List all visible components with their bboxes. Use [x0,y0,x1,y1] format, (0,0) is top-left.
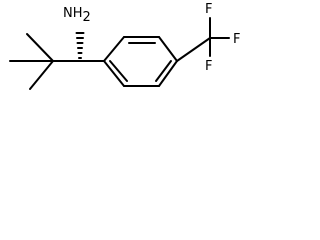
amine-label: NH2 [63,6,91,25]
hashed-wedge-bond [75,32,85,59]
fluorine-label-right: F [233,32,240,47]
ring-bond-3 [158,36,178,62]
bond-ring-cf3 [176,37,211,62]
ring-bond-6 [103,60,125,87]
bond-quaternary-c-methyl-bottom [29,60,54,90]
ring-double-bond-left [109,60,128,82]
bond-quaternary-c-methyl-top [26,33,54,62]
fluorine-label-top: F [205,2,212,17]
ring-bond-1 [103,36,125,62]
ring-double-bond-right [155,60,172,82]
structure-diagram: NH2 F F F [9,2,240,90]
fluorine-label-bottom: F [205,59,212,74]
ring-bond-4 [158,60,178,87]
